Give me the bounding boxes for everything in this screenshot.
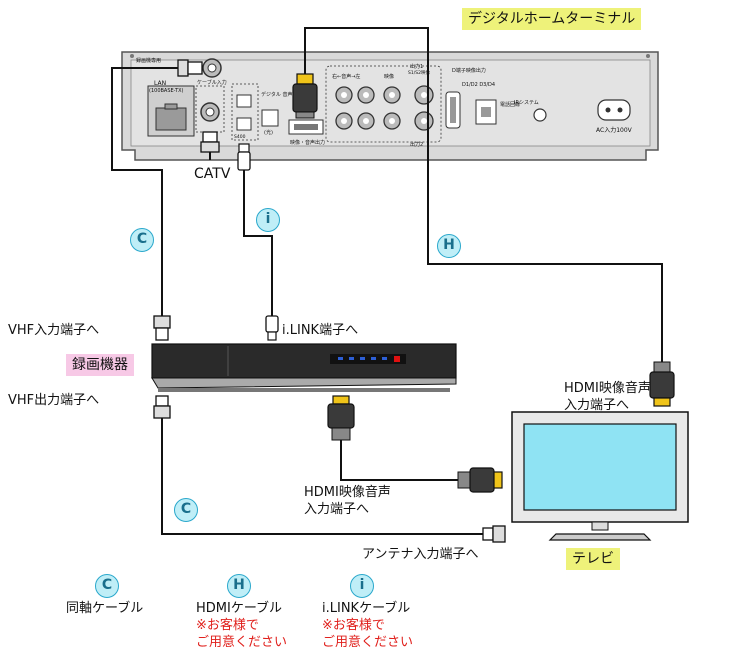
vhf-out-label: VHF出力端子へ — [8, 393, 100, 408]
hdmi-plug-tv-side — [457, 467, 503, 493]
coax-plug-recorder-in — [153, 315, 171, 341]
panel-label-dedicated: 録画機専用 — [136, 57, 161, 64]
recorder-device — [151, 343, 457, 392]
panel-label-s400: S400 — [234, 134, 246, 140]
terminal-name-tag: デジタルホームターミナル — [462, 8, 642, 30]
tv-hdmi-label: HDMI映像音声 入力端子へ — [564, 381, 651, 413]
legend-ilink-badge: i — [350, 574, 374, 598]
panel-label-ir: IRシステム — [514, 100, 539, 106]
tv-name-tag: テレビ — [566, 548, 620, 570]
tv-antenna-label: アンテナ入力端子へ — [362, 547, 479, 562]
panel-label-lan: LAN — [154, 80, 166, 87]
legend-coax-name: 同軸ケーブル — [66, 601, 144, 616]
legend-hdmi-name: HDMIケーブル — [196, 601, 283, 616]
ilink-plug-recorder — [265, 315, 279, 341]
panel-label-digital-audio: デジタル 音声出力 — [261, 91, 303, 98]
panel-label-ac: AC入力100V — [596, 126, 633, 134]
panel-label-hdmi-out: 映像・音声出力 — [290, 139, 325, 146]
recorder-hdmi-label: HDMI映像音声 入力端子へ — [304, 485, 391, 517]
panel-label-d-out: D端子映像出力 — [452, 67, 486, 74]
cables — [111, 27, 663, 535]
terminal-panel-labels: 録画機専用 LAN (100BASE-TX) ケーブル入力 デジタル 音声出力 … — [136, 57, 633, 148]
coax-badge-lower: C — [174, 498, 198, 522]
television — [511, 411, 689, 541]
legend-ilink-name: i.LINKケーブル — [322, 601, 411, 616]
panel-label-phone: 電話回線 — [500, 101, 520, 108]
panel-label-video: 映像 — [384, 73, 394, 80]
ilink-plug-terminal — [237, 143, 251, 171]
coax-cable-recorder-to-tv — [161, 418, 483, 535]
ilink-badge-cable: i — [256, 208, 280, 232]
legend-hdmi-note: ※お客様で ご用意ください — [196, 618, 288, 650]
panel-label-optical: (光) — [264, 129, 273, 136]
digital-home-terminal — [121, 51, 659, 161]
panel-label-audio: 右←音声→左 — [332, 73, 360, 80]
recorder-name-tag: 録画機器 — [66, 354, 134, 376]
legend-coax-badge: C — [95, 574, 119, 598]
coax-plug-terminal — [177, 59, 203, 77]
ilink-port-label: i.LINK端子へ — [282, 323, 359, 338]
coax-plug-tv-antenna — [482, 525, 506, 543]
coax-plug-recorder-out — [153, 395, 171, 419]
hdmi-plug-recorder — [327, 395, 355, 441]
recorder-led — [394, 356, 400, 362]
ilink-cable — [243, 170, 273, 316]
legend-hdmi-badge: H — [227, 574, 251, 598]
catv-label: CATV — [194, 166, 231, 182]
hdmi-badge-cable: H — [437, 234, 461, 258]
catv-plug — [200, 131, 220, 160]
coax-badge-upper: C — [130, 228, 154, 252]
panel-label-cable-in: ケーブル入力 — [197, 79, 227, 86]
hdmi-cable-terminal-to-tv — [304, 27, 663, 362]
hdmi-plug-terminal — [292, 73, 318, 119]
panel-label-s-video: S1/S2映像 — [408, 69, 430, 76]
panel-label-d-formats: D1/D2 D3/D4 — [462, 82, 495, 88]
coax-cable-terminal-to-recorder — [111, 67, 178, 316]
vhf-in-label: VHF入力端子へ — [8, 323, 100, 338]
hdmi-plug-tv-top — [649, 361, 675, 407]
panel-label-out2: 出力2 — [410, 141, 423, 148]
panel-label-out1: 出力1 — [410, 63, 423, 70]
panel-label-lan-sub: (100BASE-TX) — [149, 88, 184, 94]
hdmi-cable-recorder-to-tv — [340, 440, 458, 481]
legend-ilink-note: ※お客様で ご用意ください — [322, 618, 414, 650]
